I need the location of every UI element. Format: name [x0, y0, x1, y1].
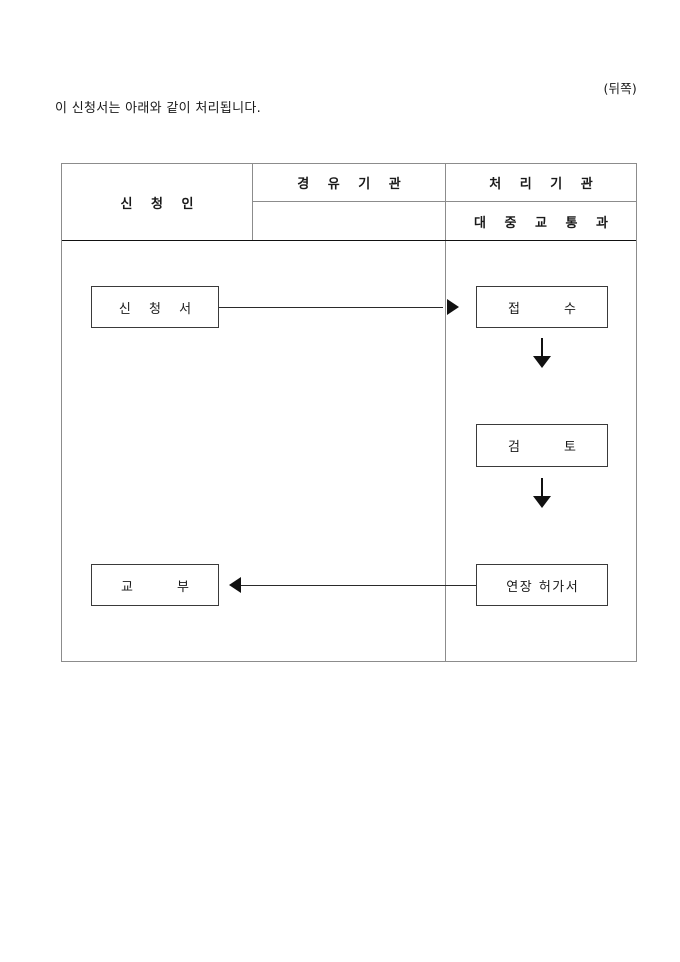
arrow-stem	[541, 338, 543, 358]
table-body: 신 청 서 접 수 검 토 연장 허가서 교 부	[62, 241, 636, 661]
table-header-row: 신 청 인 경 유 기 관 처 리 기 관 대 중 교 통 과	[62, 164, 636, 241]
flow-label-extension-permit: 연장 허가서	[506, 579, 580, 595]
header-cell-applicant: 신 청 인	[62, 164, 252, 240]
flow-box-application-form: 신 청 서	[91, 286, 219, 328]
header-cell-transit-agency: 경 유 기 관	[252, 164, 445, 240]
arrow-stem	[541, 478, 543, 498]
header-label-processing-division: 대 중 교 통 과	[474, 215, 615, 231]
arrow-right-icon	[447, 299, 459, 315]
flow-box-review: 검 토	[476, 424, 608, 467]
processing-flow-table: 신 청 인 경 유 기 관 처 리 기 관 대 중 교 통 과 신 청 서	[61, 163, 637, 662]
header-cell-processing-agency: 처 리 기 관 대 중 교 통 과	[445, 164, 636, 240]
intro-text: 이 신청서는 아래와 같이 처리됩니다.	[55, 101, 262, 116]
header-label-transit-agency: 경 유 기 관	[297, 177, 408, 192]
header-label-processing-agency: 처 리 기 관	[489, 177, 600, 192]
flow-box-extension-permit: 연장 허가서	[476, 564, 608, 606]
header-cell-transit-agency-sub	[253, 202, 445, 240]
flow-box-receipt: 접 수	[476, 286, 608, 328]
header-cell-transit-agency-title: 경 유 기 관	[253, 164, 445, 202]
flow-label-review: 검 토	[507, 440, 597, 455]
arrow-down-icon-review-to-permit	[533, 478, 551, 508]
column-divider-processing	[445, 241, 446, 661]
connector-permit-to-issuance	[241, 585, 476, 587]
arrow-head	[533, 496, 551, 508]
connector-application-to-receipt	[219, 307, 443, 309]
page-side-marker: (뒤쪽)	[603, 81, 637, 96]
flow-label-application-form: 신 청 서	[118, 301, 199, 317]
arrow-left-icon	[229, 577, 241, 593]
header-cell-processing-agency-title: 처 리 기 관	[446, 164, 636, 202]
header-cell-processing-division: 대 중 교 통 과	[446, 202, 636, 240]
arrow-down-icon-receipt-to-review	[533, 338, 551, 368]
arrow-head	[533, 356, 551, 368]
flow-box-issuance: 교 부	[91, 564, 219, 606]
flow-label-receipt: 접 수	[507, 301, 597, 317]
flow-label-issuance: 교 부	[120, 579, 210, 595]
header-label-applicant: 신 청 인	[120, 196, 201, 212]
